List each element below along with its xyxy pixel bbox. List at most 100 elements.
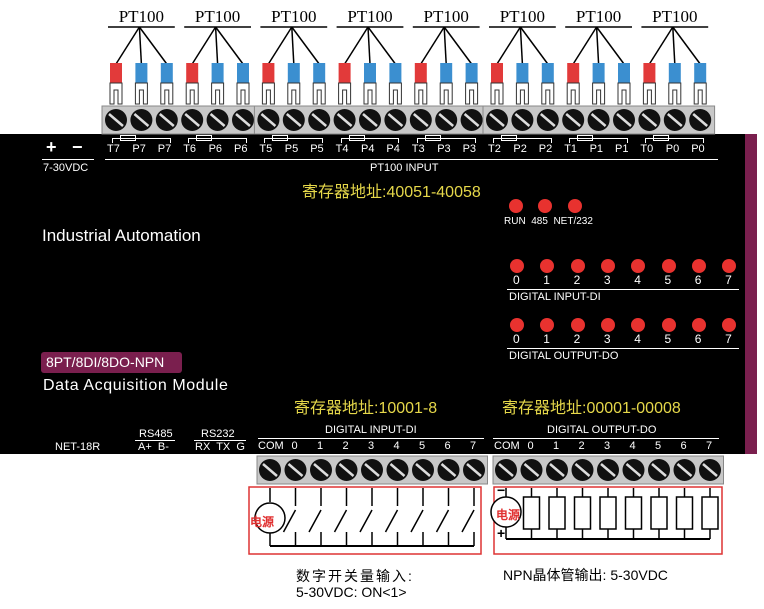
do-led-number: 1 xyxy=(543,332,550,346)
pt100-terminal-label: P3 xyxy=(462,143,477,155)
pt100-terminal-label: T6 xyxy=(183,143,197,155)
do-power-minus: − xyxy=(497,482,506,498)
pt100-lead-wire xyxy=(519,26,549,65)
pt100-sensor-label: PT100 xyxy=(576,7,621,26)
power-divider xyxy=(42,159,94,160)
pt100-lead-wire xyxy=(214,26,219,65)
red-lug xyxy=(186,63,199,83)
switch-icon xyxy=(333,509,348,533)
screw-slot xyxy=(466,463,482,477)
do-caption: NPN晶体管输出: 5-30VDC xyxy=(503,567,668,583)
jumper-bracket xyxy=(188,138,247,143)
red-lug xyxy=(491,63,503,83)
pt100-sensor-label: PT100 xyxy=(652,7,697,26)
fork-terminal xyxy=(287,82,301,105)
pt100-register-address: 寄存器地址:40051-40058 xyxy=(302,184,481,201)
pt100-sensor-label: PT100 xyxy=(347,7,392,26)
screw-slot xyxy=(262,463,278,477)
di-led xyxy=(600,259,615,273)
rs232-divider xyxy=(194,440,246,441)
do-terminal-label: 1 xyxy=(553,440,560,452)
di-terminal-label: 3 xyxy=(368,440,375,452)
jumper-bracket xyxy=(645,138,705,143)
do-terminal-label: COM xyxy=(494,440,520,452)
do-terminal-label: 0 xyxy=(527,440,534,452)
do-terminal-label: 7 xyxy=(706,440,713,452)
screw-slot xyxy=(311,113,328,127)
fork-terminal xyxy=(261,82,275,105)
pt100-lead-wire xyxy=(496,26,522,65)
red-lug xyxy=(262,63,275,83)
model-badge xyxy=(41,352,182,373)
rs232-pins: RX TX G xyxy=(195,441,245,453)
pt100-terminal-label: P5 xyxy=(310,143,324,155)
module-body xyxy=(0,134,745,454)
do-led xyxy=(661,318,676,332)
fork-terminal xyxy=(134,82,148,105)
pt100-lead-wire xyxy=(595,26,625,65)
di-led xyxy=(510,259,524,273)
do-led xyxy=(570,318,585,332)
do-led xyxy=(722,318,737,332)
di-section-divider xyxy=(258,438,484,439)
pt100-lead-wire xyxy=(648,26,674,65)
do-led xyxy=(691,318,706,332)
red-lug xyxy=(338,63,351,83)
red-lug xyxy=(110,63,122,83)
fork-terminal xyxy=(566,82,580,105)
pt100-terminal-label: T7 xyxy=(107,143,120,155)
screw-slot xyxy=(600,463,616,477)
di-led xyxy=(661,259,676,273)
do-led-number: 5 xyxy=(664,332,672,346)
blue-lug xyxy=(211,63,224,83)
pt100-lead-wire xyxy=(214,26,244,65)
di-terminal-label: 2 xyxy=(342,440,349,452)
di-terminal-label: 1 xyxy=(317,440,324,452)
switch-icon xyxy=(435,509,450,533)
pt100-sensor-label: PT100 xyxy=(119,7,164,26)
screw-slot xyxy=(514,113,531,127)
status-led xyxy=(538,199,552,213)
jumper-bracket xyxy=(569,138,628,143)
fork-terminal xyxy=(312,82,326,105)
screw-slot xyxy=(364,463,380,477)
screw-slot xyxy=(539,113,556,127)
pt100-terminal-label: P2 xyxy=(538,143,553,155)
do-led xyxy=(600,318,615,332)
di-terminal-label: COM xyxy=(258,440,284,452)
screw-slot xyxy=(463,113,480,127)
fork-terminal xyxy=(388,82,402,105)
screw-slot xyxy=(260,113,277,127)
power-voltage-label: 7-30VDC xyxy=(43,162,89,174)
screw-slot xyxy=(389,463,406,477)
brand-label: Industrial Automation xyxy=(42,226,201,245)
side-stripe xyxy=(745,134,757,454)
screw-slot xyxy=(440,463,457,477)
rs232-title: RS232 xyxy=(201,428,235,440)
pt100-terminal-label: P3 xyxy=(437,143,451,155)
pt100-lead-wire xyxy=(672,26,701,65)
jumper-link xyxy=(653,135,670,141)
pt100-terminal-label: P0 xyxy=(691,143,705,155)
fork-terminal xyxy=(160,82,174,105)
fork-terminal xyxy=(693,82,707,105)
load-resistor-icon xyxy=(701,496,719,530)
fork-terminal xyxy=(465,82,479,105)
di-led xyxy=(540,259,555,273)
di-led xyxy=(631,259,646,273)
di-led-caption: DIGITAL INPUT-DI xyxy=(509,291,601,303)
di-led xyxy=(722,259,737,273)
do-led-caption-divider xyxy=(507,348,739,349)
fork-terminal xyxy=(515,82,529,105)
pt100-lead-wire xyxy=(367,26,397,65)
status-led xyxy=(568,199,582,213)
pt100-lead-wire xyxy=(572,26,598,65)
screw-slot xyxy=(692,113,709,127)
status-led-labels: RUN 485 NET/232 xyxy=(504,216,593,227)
screw-slot xyxy=(523,463,540,477)
pt100-lead-wire xyxy=(343,26,369,65)
fork-terminal xyxy=(414,82,428,105)
di-terminal-label: 6 xyxy=(444,440,451,452)
